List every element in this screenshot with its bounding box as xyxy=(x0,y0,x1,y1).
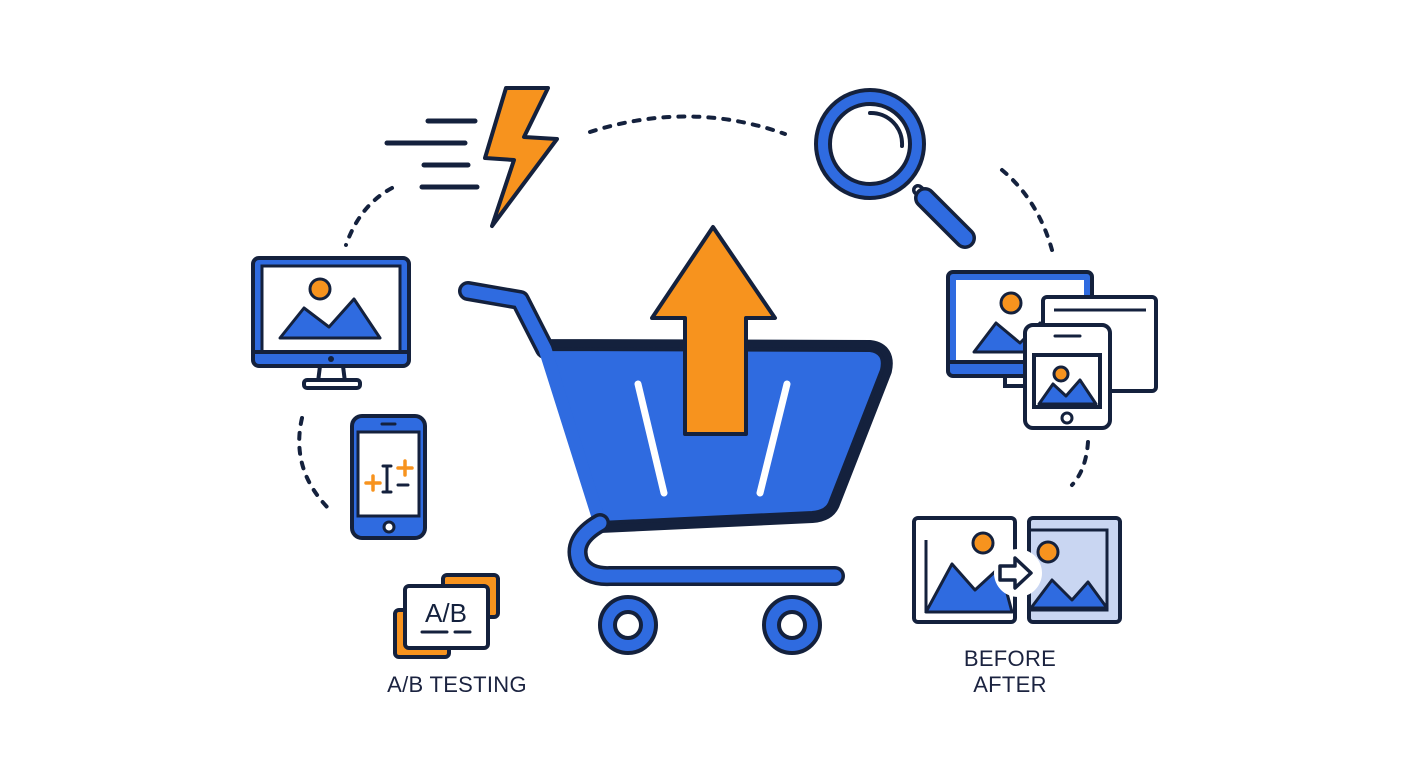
arrow-right-icon xyxy=(998,556,1033,590)
before-after-images-icon xyxy=(912,516,1122,624)
arrow-up-icon xyxy=(650,225,777,436)
before-after-label: BEFORE AFTER xyxy=(930,646,1090,698)
phone-text-size-icon xyxy=(350,414,427,540)
responsive-devices-icon xyxy=(946,270,1158,430)
lightning-speed-icon xyxy=(384,86,559,228)
monitor-image-icon xyxy=(251,256,411,390)
magnifier-icon xyxy=(814,88,976,249)
ab-testing-label: A/B TESTING xyxy=(387,672,527,697)
dotted-connector-lines xyxy=(297,114,1090,512)
after-label: AFTER xyxy=(973,672,1047,697)
ab-card-text: A/B xyxy=(425,598,467,628)
shopping-cart-icon xyxy=(458,225,893,655)
before-label: BEFORE xyxy=(963,646,1057,671)
ab-cards-icon: A/B xyxy=(393,573,500,659)
